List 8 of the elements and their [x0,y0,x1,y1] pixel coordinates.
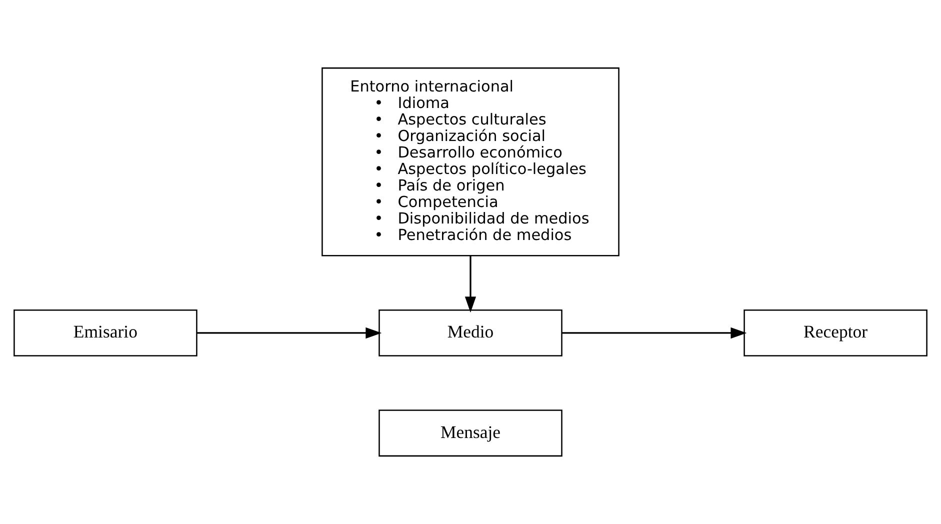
node-box: Medio [378,310,562,356]
arrow [197,327,382,339]
node-box: Emisario [14,310,198,356]
node-box: Mensaje [378,410,562,457]
arrow [562,327,747,339]
node-box: Receptor [744,310,928,356]
node-box: Entorno internacional • Idioma • Aspectos culturales • Organización social • Desarrollo económico • Aspectos político-legales • País de origen • Competencia • Disponibilidad de medios • Penetración de medios [322,67,620,256]
arrow [464,256,476,313]
